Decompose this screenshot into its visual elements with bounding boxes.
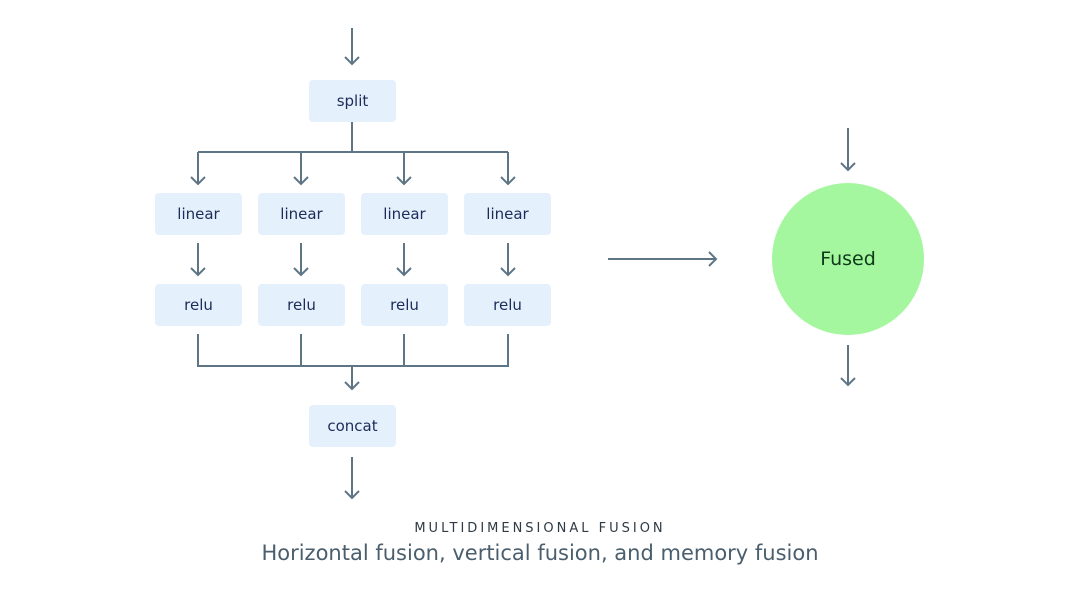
concat-label: concat xyxy=(327,417,378,435)
branch-2-linear-relu-arrow xyxy=(293,243,309,277)
branch-4-relu-node: relu xyxy=(464,284,551,326)
relu-label: relu xyxy=(390,296,419,314)
branch-4-linear-relu-arrow xyxy=(500,243,516,277)
fused-output-arrow xyxy=(840,345,856,387)
branch-3-linear-node: linear xyxy=(361,193,448,235)
split-label: split xyxy=(336,92,369,110)
branch-2-linear-node: linear xyxy=(258,193,345,235)
split-fanout-connector xyxy=(198,122,508,153)
branch-2-relu-node: relu xyxy=(258,284,345,326)
concat-input-arrow xyxy=(344,366,360,391)
output-arrow xyxy=(344,457,360,500)
branch-3-linear-relu-arrow xyxy=(396,243,412,277)
linear-label: linear xyxy=(486,205,529,223)
branch-2-input-arrow xyxy=(293,152,309,186)
relu-label: relu xyxy=(493,296,522,314)
caption-subtitle: MULTIDIMENSIONAL FUSION xyxy=(414,521,666,536)
concat-node: concat xyxy=(309,405,396,447)
linear-label: linear xyxy=(177,205,220,223)
split-node: split xyxy=(309,80,396,122)
linear-label: linear xyxy=(280,205,323,223)
branch-3-relu-node: relu xyxy=(361,284,448,326)
branch-1-linear-relu-arrow xyxy=(190,243,206,277)
input-arrow xyxy=(344,28,360,66)
fused-input-arrow xyxy=(840,128,856,172)
branch-4-input-arrow xyxy=(500,152,516,186)
branch-4-linear-node: linear xyxy=(464,193,551,235)
relu-label: relu xyxy=(287,296,316,314)
branch-3-input-arrow xyxy=(396,152,412,186)
branch-1-relu-node: relu xyxy=(155,284,242,326)
branch-1-linear-node: linear xyxy=(155,193,242,235)
fused-node: Fused xyxy=(772,183,924,335)
branch-1-input-arrow xyxy=(190,152,206,186)
fused-label: Fused xyxy=(820,248,876,270)
relu-label: relu xyxy=(184,296,213,314)
transform-arrow xyxy=(608,251,718,267)
linear-label: linear xyxy=(383,205,426,223)
concat-merge-connector xyxy=(197,334,509,367)
caption-title: Horizontal fusion, vertical fusion, and … xyxy=(261,541,819,565)
